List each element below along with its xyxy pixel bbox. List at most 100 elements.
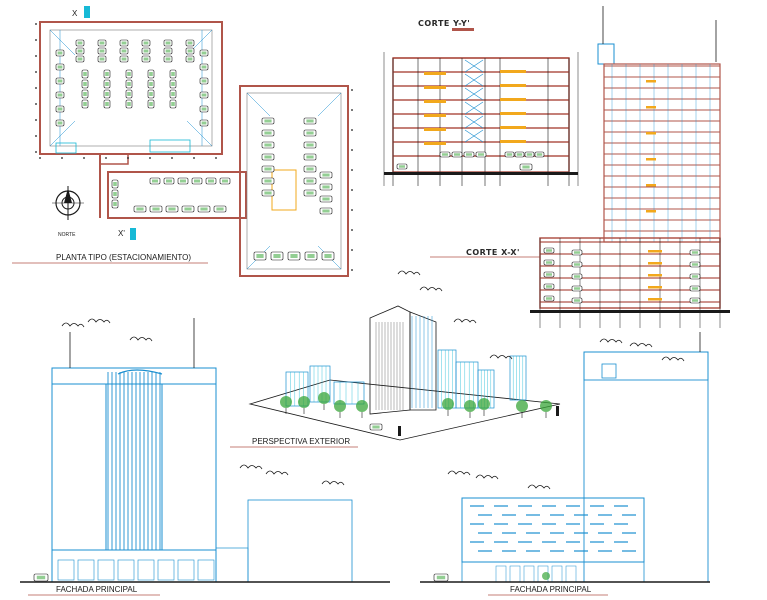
tower-top-block bbox=[597, 43, 615, 65]
bird-scribble bbox=[489, 354, 513, 360]
tower-podium-yellow bbox=[648, 250, 662, 253]
car-roof bbox=[165, 41, 171, 45]
tree-icon bbox=[318, 392, 330, 404]
tower-yellow-mark bbox=[646, 132, 656, 135]
car-roof bbox=[322, 173, 330, 177]
tree-icon bbox=[464, 400, 476, 412]
facade-left-base-window bbox=[97, 559, 115, 581]
tree-icon bbox=[356, 400, 368, 412]
car-roof bbox=[546, 273, 552, 276]
tower-ground bbox=[530, 310, 730, 313]
car-roof bbox=[522, 165, 530, 169]
section-yy-ramp bbox=[464, 59, 484, 73]
bird-scribble bbox=[61, 322, 85, 328]
tree-icon bbox=[442, 398, 454, 410]
car-roof bbox=[506, 153, 513, 156]
car-roof bbox=[264, 131, 272, 135]
dimension-dot bbox=[215, 157, 217, 159]
plan-right-stairs bbox=[246, 92, 342, 270]
section-yy-yellow-bar bbox=[424, 86, 446, 89]
car-roof bbox=[165, 49, 171, 53]
car-roof bbox=[264, 155, 272, 159]
dimension-dot bbox=[35, 55, 37, 57]
bird-scribble bbox=[475, 474, 499, 480]
dimension-dot bbox=[61, 157, 63, 159]
section-yy-yellow-bar bbox=[500, 98, 526, 101]
car-roof bbox=[83, 102, 87, 106]
bird-scribble bbox=[239, 464, 263, 470]
dimension-dot bbox=[105, 157, 107, 159]
facade-left-body bbox=[51, 383, 217, 551]
plan-access-gate-right bbox=[149, 139, 191, 153]
section-yy-yellow-bar bbox=[500, 140, 526, 143]
facade-right-tower bbox=[583, 351, 709, 583]
tree-icon bbox=[542, 572, 550, 580]
car-roof bbox=[187, 49, 193, 53]
facade-left-base-window bbox=[177, 559, 195, 581]
facade-left-base-window bbox=[57, 559, 75, 581]
dimension-dot bbox=[149, 157, 151, 159]
car-roof bbox=[136, 207, 144, 211]
car-roof bbox=[324, 254, 332, 258]
car-roof bbox=[127, 92, 131, 96]
dimension-dot bbox=[35, 119, 37, 121]
car-roof bbox=[168, 207, 176, 211]
facade-left-curtainwall bbox=[105, 383, 163, 551]
car-roof bbox=[166, 179, 172, 183]
tower-podium-yellow bbox=[648, 298, 662, 301]
car-roof bbox=[201, 121, 207, 125]
perspective-building bbox=[509, 355, 527, 401]
car-roof bbox=[105, 72, 109, 76]
facade-left-base-window bbox=[137, 559, 155, 581]
facade-right-podium bbox=[461, 497, 645, 563]
car-roof bbox=[692, 299, 698, 302]
section-yy-yellow-bar bbox=[424, 114, 446, 117]
dimension-dot bbox=[35, 135, 37, 137]
car-roof bbox=[372, 425, 380, 429]
tree-icon bbox=[280, 396, 292, 408]
dimension-dot bbox=[35, 39, 37, 41]
car-roof bbox=[546, 261, 552, 264]
car-roof bbox=[574, 263, 580, 266]
car-roof bbox=[399, 165, 405, 168]
plan-main-block-outline bbox=[39, 21, 223, 155]
section-yy-ground bbox=[384, 172, 578, 175]
plan-dimension-marks bbox=[35, 23, 353, 271]
bird-scribble bbox=[87, 318, 111, 324]
car-roof bbox=[256, 254, 264, 258]
dimension-dot bbox=[351, 129, 353, 131]
section-yy-yellow-bar bbox=[424, 100, 446, 103]
section-xx-tower-drawing bbox=[530, 6, 730, 328]
car-roof bbox=[201, 93, 207, 97]
car-roof bbox=[99, 41, 105, 45]
plan-axis-marker-bottom bbox=[130, 228, 136, 240]
car-roof bbox=[200, 207, 208, 211]
car-roof bbox=[113, 192, 117, 196]
car-roof bbox=[442, 153, 448, 156]
car-roof bbox=[152, 179, 158, 183]
car-roof bbox=[127, 72, 131, 76]
car-roof bbox=[187, 57, 193, 61]
car-roof bbox=[143, 41, 149, 45]
facade-left: FACHADA PRINCIPAL bbox=[20, 318, 390, 596]
dimension-dot bbox=[351, 189, 353, 191]
tree-icon bbox=[298, 396, 310, 408]
perspective-drawing bbox=[248, 305, 561, 441]
car-roof bbox=[36, 575, 46, 580]
facade-right-door bbox=[565, 565, 577, 583]
car-roof bbox=[171, 92, 175, 96]
facade-right-door bbox=[523, 565, 535, 583]
car-roof bbox=[99, 49, 105, 53]
facade-right: FACHADA PRINCIPAL bbox=[420, 332, 710, 596]
dimension-dot bbox=[35, 87, 37, 89]
plan-axis-label-bottom: X' bbox=[118, 229, 125, 238]
car-roof bbox=[454, 153, 460, 156]
section-yy-yellow-bar bbox=[424, 142, 446, 145]
car-roof bbox=[143, 49, 149, 53]
section-yy-yellow-bar bbox=[424, 72, 446, 75]
car-roof bbox=[127, 82, 131, 86]
car-roof bbox=[306, 155, 314, 159]
plan-parked-cars-right bbox=[253, 117, 335, 261]
plan-title: PLANTA TIPO (ESTACIONAMIENTO) bbox=[56, 253, 191, 262]
car-roof bbox=[307, 254, 315, 258]
